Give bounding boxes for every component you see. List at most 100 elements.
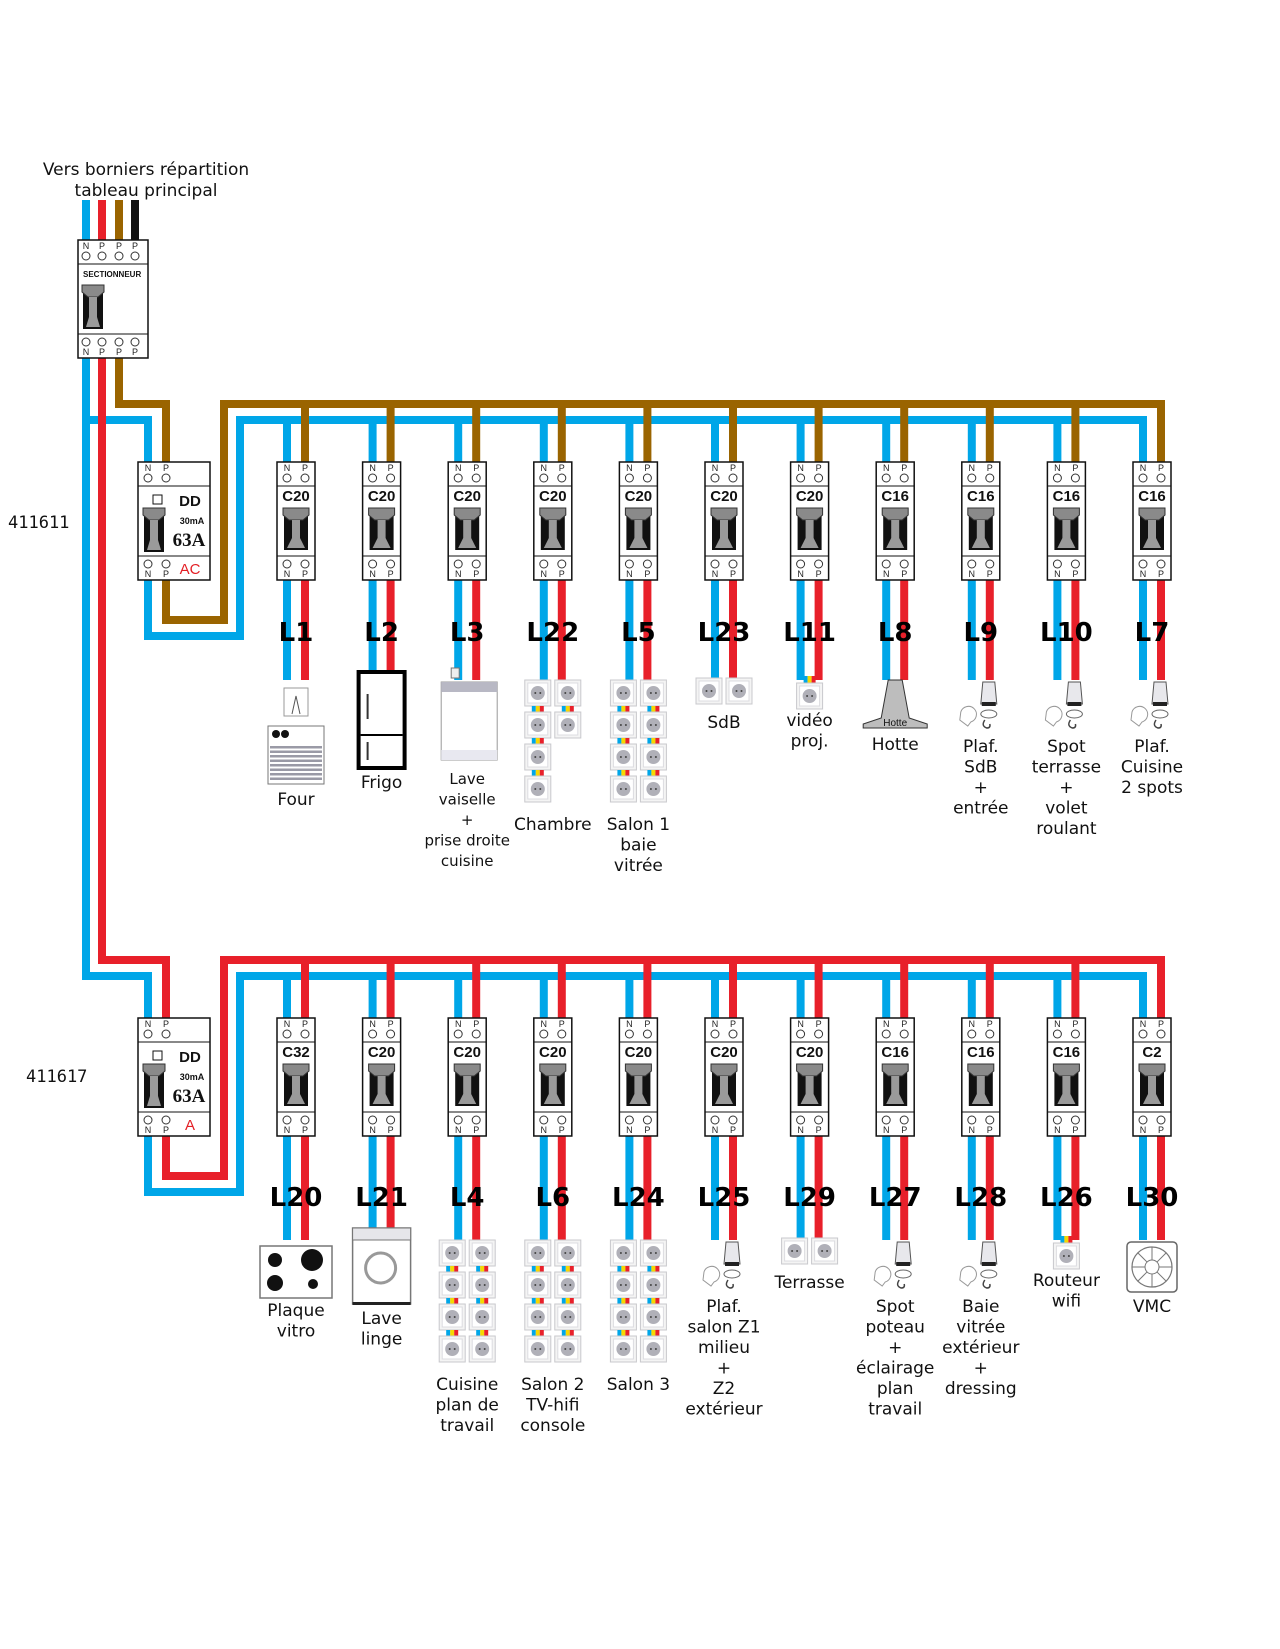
socket-outlet-icon [609, 1271, 637, 1299]
terminal-screw-icon [300, 1115, 310, 1125]
load-label: Plaf. [706, 1297, 742, 1317]
terminal-label: N [712, 1125, 719, 1135]
terminal-screw-icon [881, 1029, 891, 1039]
socket-outlet-icon [639, 1303, 667, 1331]
socket-outlet-icon [468, 1335, 496, 1363]
load-label: VMC [1133, 1297, 1171, 1317]
hook-icon [896, 1279, 906, 1289]
ceiling-light-icon [1044, 681, 1083, 729]
terminal-screw-icon [161, 559, 171, 569]
socket-outlet-icon [524, 743, 552, 771]
terminal-label: N [284, 1019, 291, 1029]
line-id-label: L5 [621, 618, 656, 648]
washing-machine-icon [351, 1227, 412, 1305]
socket-outlet-icon [438, 1303, 466, 1331]
breaker-rating: C20 [368, 1044, 396, 1061]
load-label: extérieur [685, 1400, 762, 1420]
breaker-rating: C20 [710, 488, 738, 505]
terminal-label: P [987, 569, 993, 579]
terminal-label: P [730, 1125, 736, 1135]
terminal-label: P [816, 1019, 822, 1029]
terminal-screw-icon [300, 473, 310, 483]
socket-outlet-icon [725, 677, 753, 705]
terminal-screw-icon [471, 1115, 481, 1125]
test-button-icon[interactable] [152, 494, 163, 505]
terminal-label: N [969, 1125, 976, 1135]
junction-box-icon [283, 687, 309, 717]
load-label: roulant [1036, 819, 1097, 839]
breaker-rating: C20 [453, 488, 481, 505]
line-id-label: L20 [270, 1183, 323, 1213]
breaker-rating: C20 [796, 488, 824, 505]
line-id-label: L26 [1040, 1183, 1093, 1213]
terminal-screw-icon [796, 559, 806, 569]
rcd-handle-icon [142, 1063, 166, 1108]
load-sockets-1-1-L29 [781, 1237, 839, 1265]
breaker-handle-icon [453, 1063, 481, 1106]
socket-outlet-icon [639, 1239, 667, 1267]
test-button-icon[interactable] [152, 1050, 163, 1061]
bulb-icon [702, 1265, 721, 1287]
terminal-screw-icon [114, 337, 124, 347]
load-label: Salon 1 [607, 815, 670, 835]
load-label: Z2 [713, 1379, 735, 1399]
terminal-label: P [1072, 569, 1078, 579]
terminal-label: P [116, 241, 122, 251]
wago-connector-icon [531, 1266, 544, 1273]
terminal-label: P [302, 569, 308, 579]
terminal-label: P [116, 347, 122, 357]
terminal-screw-icon [539, 473, 549, 483]
hook-icon [982, 719, 991, 729]
line-id-label: L10 [1040, 618, 1093, 648]
load-light-L9 [959, 681, 998, 729]
terminal-label: P [473, 1019, 479, 1029]
breaker-handle-icon [1138, 1063, 1166, 1106]
terminal-screw-icon [143, 1115, 153, 1125]
terminal-screw-icon [967, 473, 977, 483]
terminal-label: P [388, 463, 394, 473]
socket-outlet-icon [609, 743, 637, 771]
terminal-label: N [797, 569, 804, 579]
terminal-label: N [1140, 569, 1147, 579]
breaker-rating: C16 [967, 1044, 995, 1061]
terminal-label: N [455, 569, 462, 579]
terminal-label: N [369, 1125, 376, 1135]
load-label: Chambre [514, 815, 592, 835]
breaker-handle-icon [282, 1063, 310, 1106]
terminal-screw-icon [985, 559, 995, 569]
line-id-label: L25 [698, 1183, 751, 1213]
breaker-handle-icon [710, 1063, 738, 1106]
ceiling-light-icon [959, 1241, 998, 1289]
terminal-label: P [559, 1019, 565, 1029]
terminal-label: N [1054, 463, 1061, 473]
terminal-screw-icon [967, 1115, 977, 1125]
socket-outlet-icon [609, 775, 637, 803]
breaker-rating: C20 [453, 1044, 481, 1061]
